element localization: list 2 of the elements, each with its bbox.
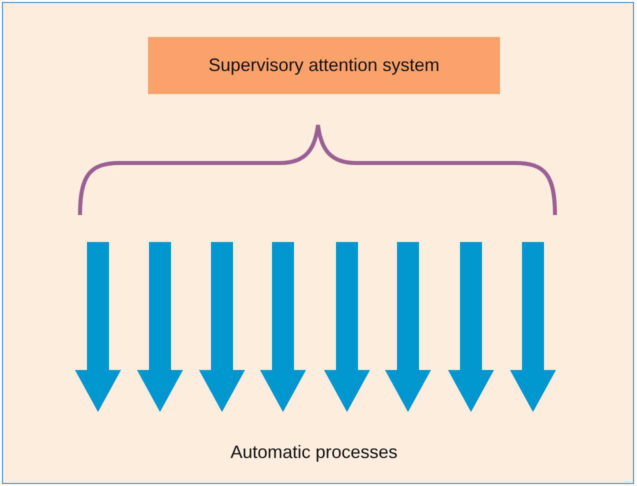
process-box: Supervisory attention system — [148, 37, 500, 94]
caption-text: Automatic processes — [230, 442, 398, 462]
